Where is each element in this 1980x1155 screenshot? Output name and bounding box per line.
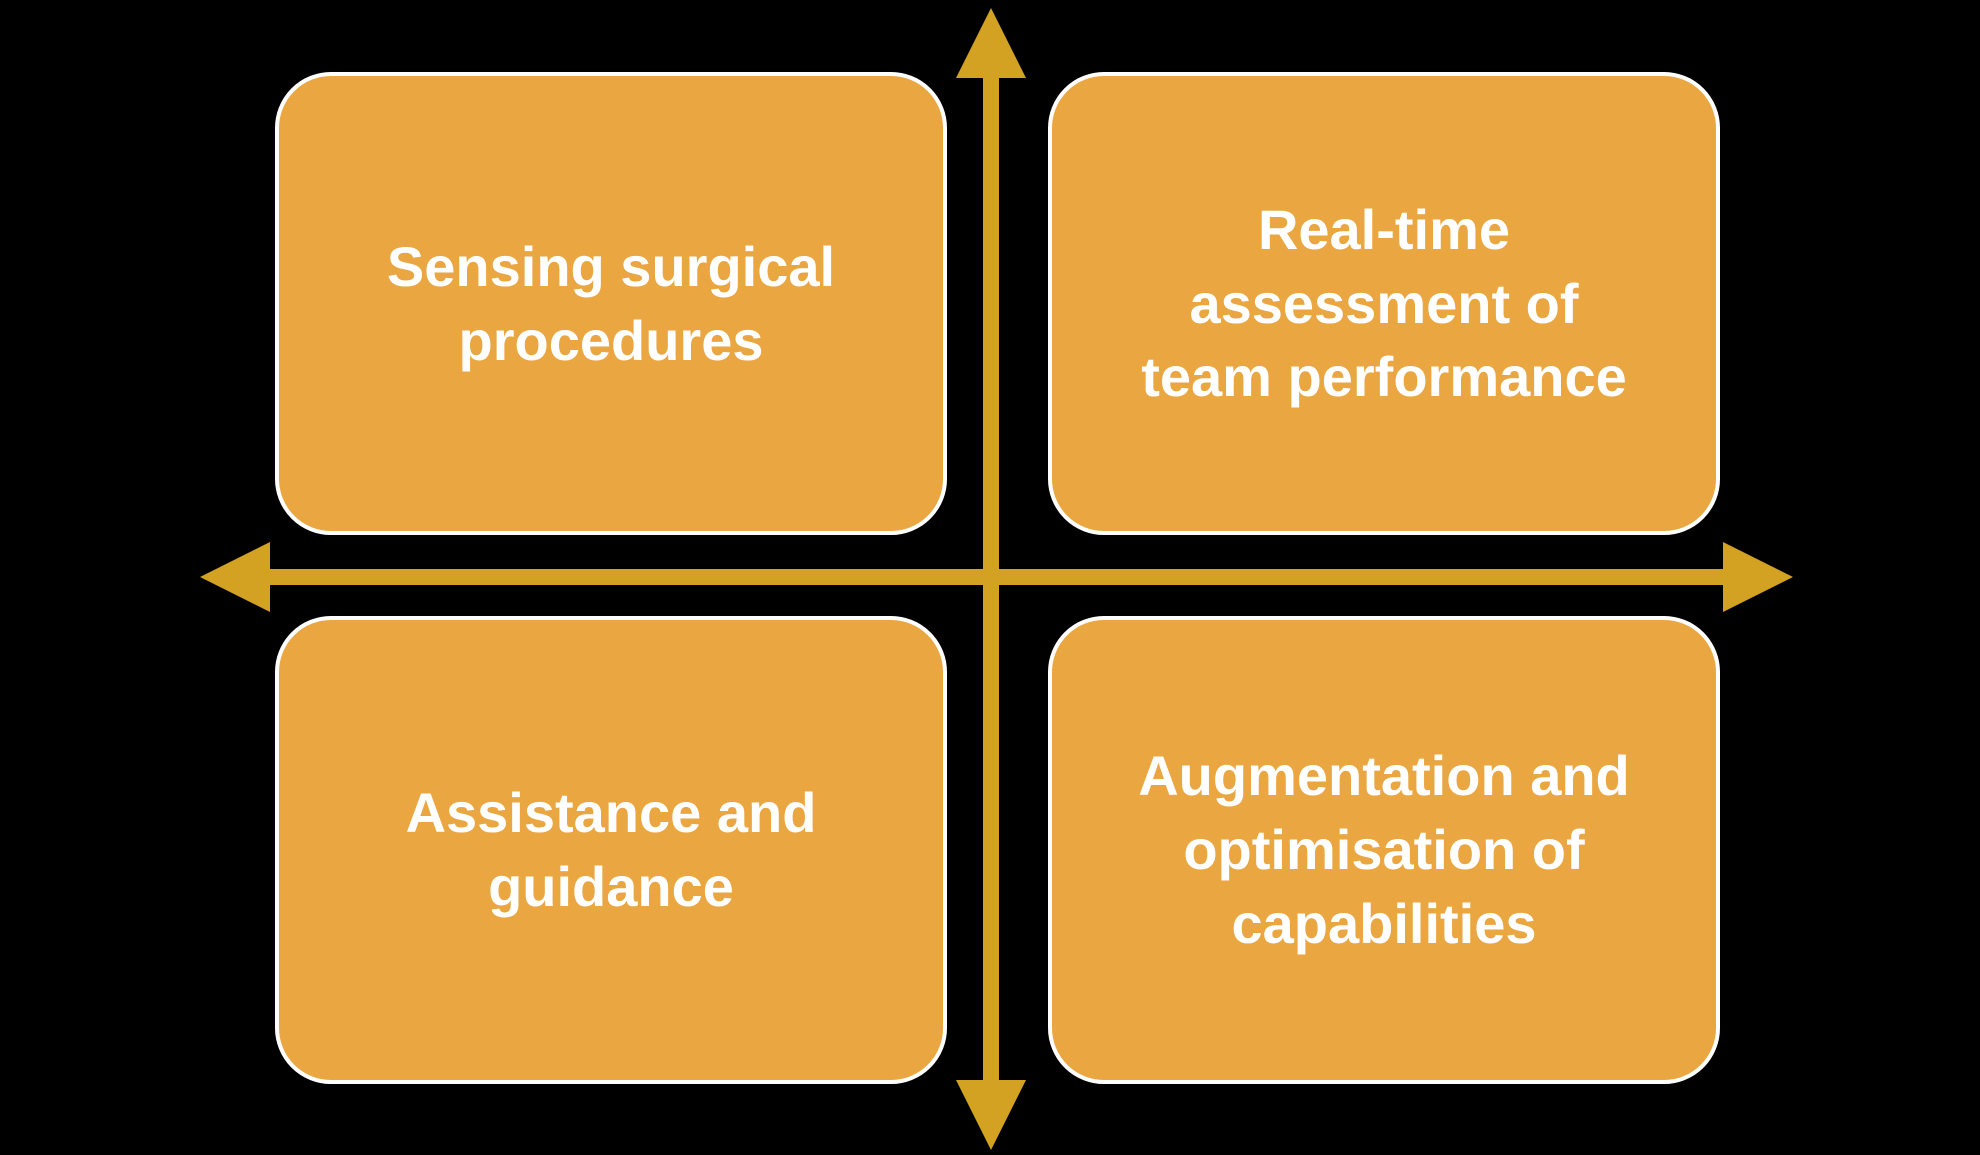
- quadrant-top-left-label: Sensing surgical procedures: [386, 234, 836, 372]
- quadrant-bottom-right-label: Augmentation and optimisation of capabil…: [1138, 744, 1630, 955]
- quadrant-bottom-left-label: Assistance and guidance: [405, 781, 817, 918]
- arrow-left-icon: [200, 542, 270, 612]
- vertical-axis-line: [983, 60, 999, 1095]
- quadrant-bottom-left: Assistance and guidance: [275, 616, 947, 1084]
- arrow-right-icon: [1723, 542, 1793, 612]
- quadrant-top-right-label: Real-time assessment of team performance: [1141, 197, 1627, 409]
- quadrant-bottom-right: Augmentation and optimisation of capabil…: [1048, 616, 1720, 1084]
- quadrant-top-right: Real-time assessment of team performance: [1048, 72, 1720, 535]
- vertical-axis-arrow: [956, 8, 1026, 1150]
- quadrant-top-left: Sensing surgical procedures: [275, 72, 947, 535]
- arrow-down-icon: [956, 1080, 1026, 1150]
- arrow-up-icon: [956, 8, 1026, 78]
